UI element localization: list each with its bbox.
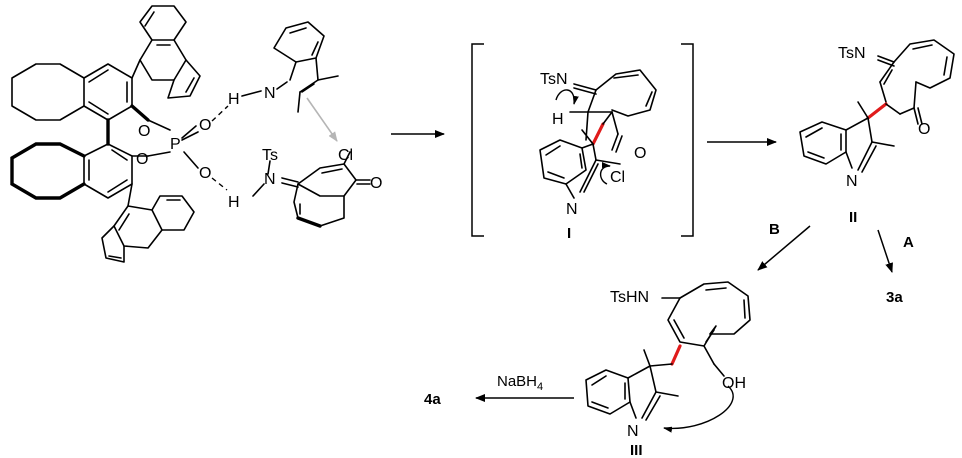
hydroxyl-oxygen: O [199,165,211,182]
bracket-right [681,43,694,237]
bracket-left [471,43,484,237]
chiral-phosphoric-acid-catalyst [10,5,201,263]
int1-tosylimine: TsN [540,71,568,88]
int1-chlorine: Cl [610,169,625,186]
intermediate-2-structure [799,39,955,173]
intermediate-2-label: II [849,209,857,226]
intermediate-1-label: I [567,225,571,242]
hydrogen-bond-lower [211,177,228,191]
int3-sulfonamide: TsHN [610,289,649,306]
indole-nitrogen: N [264,85,276,102]
indole-substrate [241,21,339,113]
pathway-b-label: B [769,221,780,238]
product-4a-label: 4a [424,391,441,408]
int3-nitrogen: N [627,423,639,440]
int1-hydrogen: H [552,111,564,128]
reducing-agent: NaBH4 [497,373,543,393]
indole-hydrogen: H [228,91,240,108]
pathway-a-label: A [903,234,914,251]
imine-hydrogen: H [228,194,240,211]
ester-oxygen-lower: O [136,151,148,168]
phosphorus-atom: P [170,136,181,153]
imine-nitrogen: N [264,171,276,188]
pathway-a-arrow [877,229,893,273]
quinone-imine-substrate [252,151,371,228]
int2-carbonyl-oxygen: O [918,121,930,138]
intermediate-3-structure [585,281,751,433]
nucleophilic-attack-arrow [306,97,338,142]
product-3a-label: 3a [886,289,903,306]
phosphoryl-oxygen: O [199,117,211,134]
int1-nitrogen: N [566,201,578,218]
ester-oxygen-upper: O [138,123,150,140]
chlorine-atom: Cl [338,147,353,164]
intermediate-3-label: III [630,442,643,458]
int2-tosylimine: TsN [838,45,866,62]
hydrogen-bond-upper [211,105,229,122]
carbonyl-oxygen: O [370,175,382,192]
int3-hydroxyl: OH [722,375,746,392]
int2-nitrogen: N [846,173,858,190]
pathway-b-arrow [757,225,811,271]
int1-carbonyl-oxygen: O [634,145,646,162]
intermediate-1-structure [539,69,657,199]
tosyl-group: Ts [262,147,278,164]
